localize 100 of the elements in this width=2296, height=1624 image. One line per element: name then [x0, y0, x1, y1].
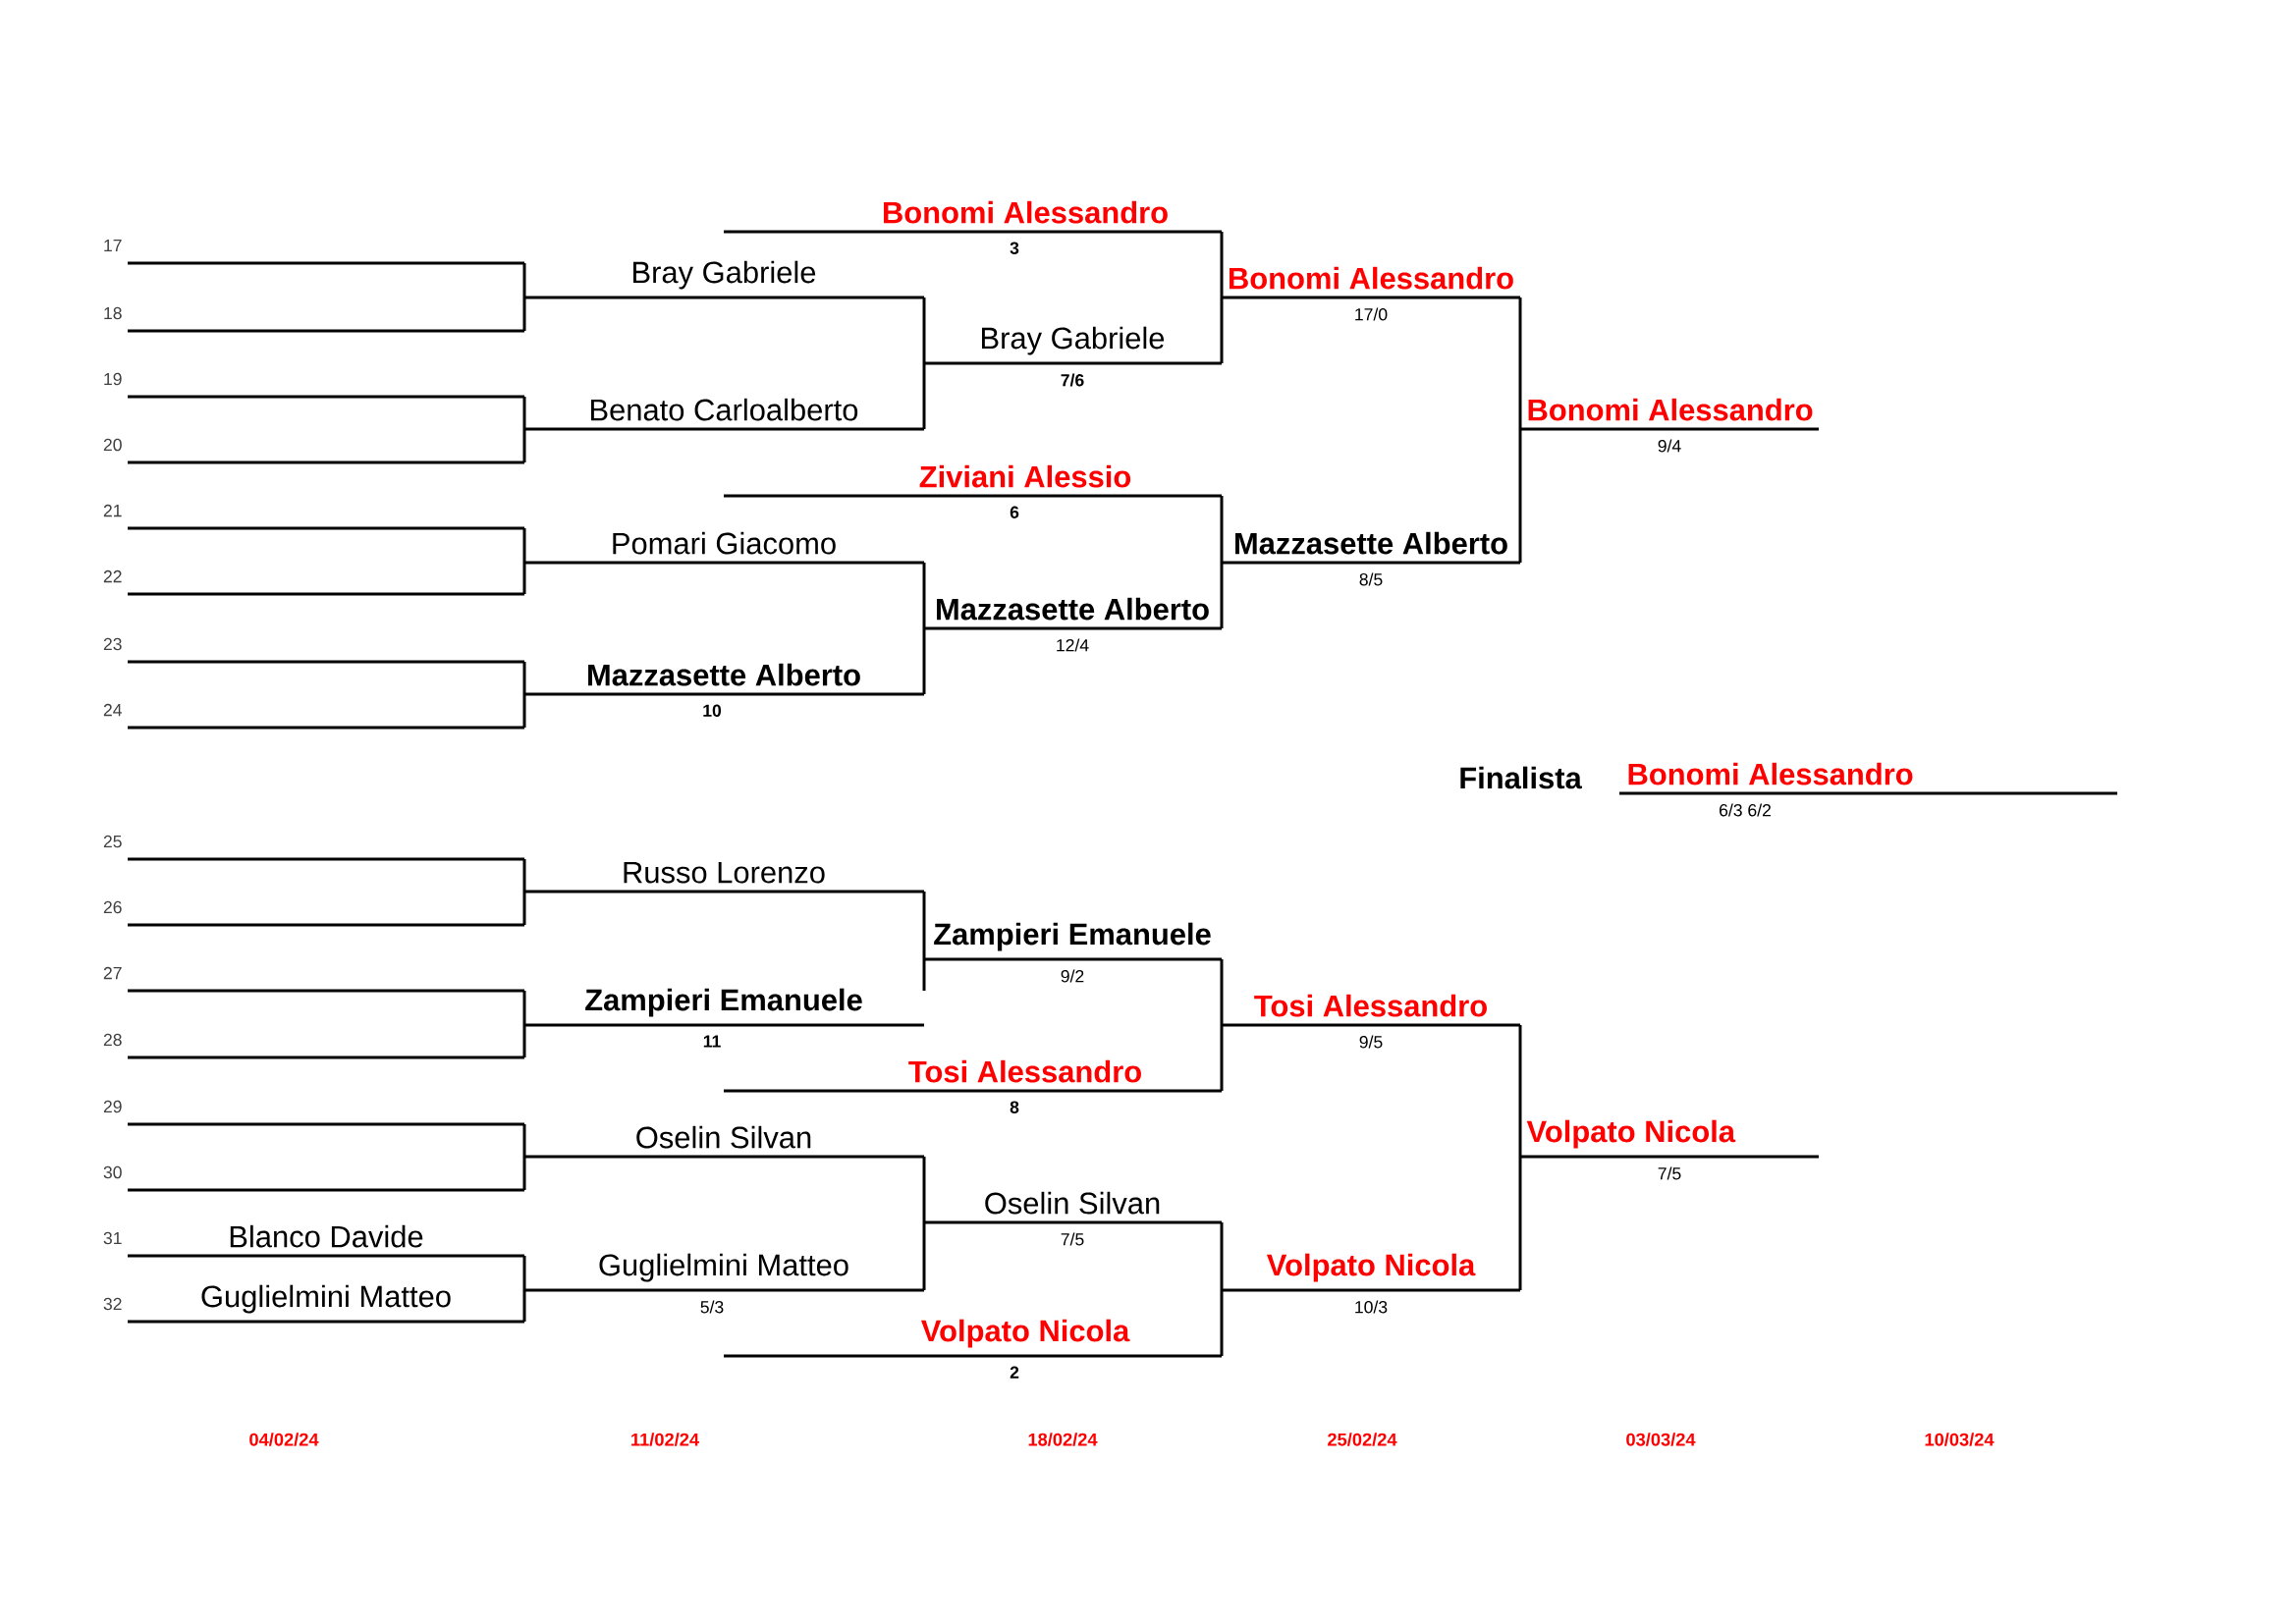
- seed-number: 31: [103, 1231, 122, 1245]
- player-name: Oselin Silvan: [985, 1191, 1160, 1215]
- score-label: 17/0: [1355, 307, 1388, 321]
- bracket-connector: [522, 1124, 526, 1157]
- bracket-line: [128, 526, 524, 530]
- bracket-connector: [522, 1157, 526, 1190]
- score-label: 10: [703, 704, 722, 717]
- bracket-line: [128, 329, 524, 333]
- seed-number: 19: [104, 372, 122, 386]
- score-label: 8: [1010, 1101, 1019, 1113]
- bracket-connector: [522, 429, 526, 462]
- round-date: 10/03/24: [1925, 1433, 1995, 1446]
- bracket-connector: [1220, 1290, 1224, 1357]
- score-label: 12/4: [1057, 638, 1089, 652]
- seed-number: 30: [103, 1165, 122, 1179]
- score-label: 9/2: [1061, 969, 1084, 983]
- score-label: 7/5: [1061, 1232, 1084, 1246]
- bracket-connector: [922, 363, 926, 429]
- bracket-connector: [922, 1222, 926, 1290]
- seed-number: 32: [103, 1297, 122, 1311]
- round-date: 03/03/24: [1626, 1433, 1696, 1446]
- bracket-connector: [922, 628, 926, 694]
- bracket-connector: [1518, 1157, 1522, 1290]
- bracket-connector: [922, 1157, 926, 1222]
- bracket-line: [128, 1056, 524, 1059]
- bracket-connector: [1518, 429, 1522, 563]
- bracket-connector: [1220, 232, 1224, 298]
- bracket-connector: [1518, 298, 1522, 429]
- bracket-line: [128, 460, 524, 464]
- player-name: Mazzasette Alberto: [588, 663, 860, 686]
- bracket-connector: [1220, 959, 1224, 1025]
- bracket-connector: [922, 563, 926, 628]
- bracket-line: [128, 726, 524, 730]
- seed-number: 27: [103, 966, 122, 980]
- bracket-line: [128, 989, 524, 993]
- bracket-line: [128, 660, 524, 664]
- bracket-connector: [522, 1025, 526, 1058]
- round-date: 11/02/24: [631, 1433, 699, 1446]
- bracket-connector: [1220, 1025, 1224, 1091]
- bracket-line: [128, 395, 524, 399]
- bracket-connector: [1220, 298, 1224, 363]
- bracket-line: [128, 1188, 524, 1192]
- player-name: Benato Carloalberto: [591, 398, 858, 421]
- player-name: Tosi Alessandro: [908, 1059, 1141, 1083]
- seed-number: 26: [103, 900, 122, 914]
- seed-number: 22: [103, 569, 122, 583]
- player-name: Guglielmini Matteo: [599, 1253, 848, 1282]
- bracket-line: [128, 261, 524, 265]
- player-name: Bray Gabriele: [982, 326, 1165, 355]
- bracket-connector: [1220, 563, 1224, 628]
- seed-number: 18: [104, 306, 122, 320]
- round-date: 25/02/24: [1328, 1433, 1397, 1446]
- player-name: Oselin Silvan: [636, 1125, 811, 1149]
- player-name: Pomari Giacomo: [613, 531, 836, 555]
- player-name: Bonomi Alessandro: [1230, 266, 1513, 290]
- seed-number: 21: [103, 504, 122, 517]
- seed-number: 29: [103, 1100, 122, 1113]
- player-name: Russo Lorenzo: [624, 861, 825, 884]
- player-name: Ziviani Alessio: [919, 464, 1131, 488]
- seed-number: 20: [103, 438, 122, 452]
- player-name: Bonomi Alessandro: [1528, 398, 1813, 421]
- player-name: Bonomi Alessandro: [884, 200, 1168, 224]
- score-label: 9/4: [1658, 439, 1681, 453]
- bracket-connector: [522, 563, 526, 594]
- bracket-connector: [522, 694, 526, 728]
- player-name: Mazzasette Alberto: [937, 597, 1209, 621]
- seed-number: 17: [104, 240, 122, 252]
- player-name: Bray Gabriele: [633, 260, 816, 290]
- bracket-line: [128, 923, 524, 927]
- bracket-connector: [1220, 496, 1224, 563]
- bracket-connector: [922, 298, 926, 363]
- bracket-connector: [522, 1256, 526, 1290]
- bracket-connector: [922, 892, 926, 991]
- score-label: 6: [1010, 506, 1019, 518]
- round-date: 04/02/24: [249, 1433, 319, 1446]
- player-name: Volpato Nicola: [1267, 1253, 1476, 1282]
- bracket-connector: [522, 662, 526, 694]
- score-label: 11: [703, 1035, 721, 1048]
- player-name: Volpato Nicola: [921, 1319, 1130, 1348]
- round-date: 18/02/24: [1028, 1433, 1098, 1446]
- bracket-line: [128, 592, 524, 596]
- bracket-connector: [522, 298, 526, 331]
- seed-number: 28: [103, 1033, 122, 1047]
- player-name: Bonomi Alessandro: [1628, 762, 1913, 785]
- bracket-connector: [522, 263, 526, 298]
- seed-number: 23: [103, 637, 122, 651]
- seed-number: 25: [103, 835, 122, 848]
- score-label: 5/3: [700, 1300, 724, 1314]
- player-name: Blanco Davide: [230, 1224, 423, 1248]
- bracket-connector: [522, 528, 526, 563]
- score-label: 9/5: [1359, 1035, 1383, 1049]
- bracket-connector: [1518, 1025, 1522, 1157]
- score-label: 2: [1010, 1366, 1019, 1379]
- score-label: 7/6: [1061, 373, 1084, 387]
- bracket-connector: [522, 397, 526, 429]
- player-name: Guglielmini Matteo: [201, 1284, 451, 1314]
- score-label: 6/3 6/2: [1720, 803, 1771, 817]
- seed-number: 24: [103, 703, 122, 717]
- player-name: Zampieri Emanuele: [934, 922, 1211, 951]
- player-name: Volpato Nicola: [1526, 1119, 1736, 1149]
